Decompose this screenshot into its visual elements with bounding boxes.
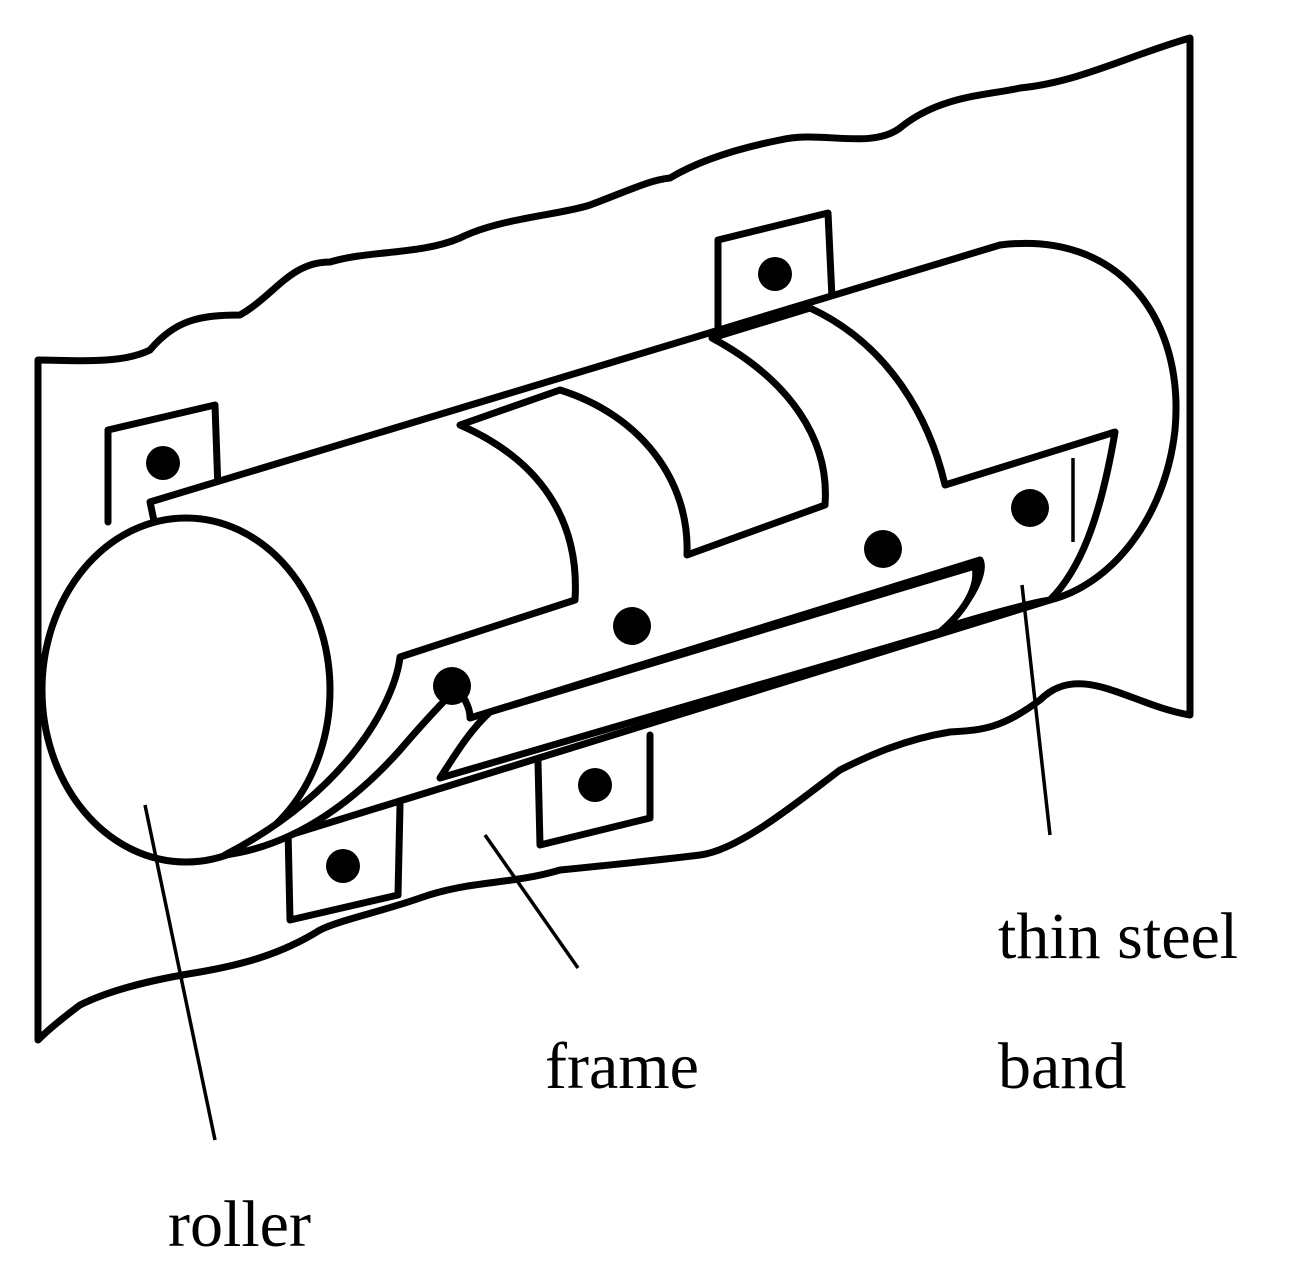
thin-steel-band	[221, 304, 1119, 859]
roller-leader-line	[143, 804, 217, 1141]
mounting-lug-lower-middle	[534, 731, 654, 849]
band-hole-4	[1011, 489, 1049, 527]
band-hole-1	[433, 667, 471, 705]
band-leader-line	[1020, 584, 1052, 836]
band-lower-fold	[436, 562, 980, 782]
band-hole-2	[613, 607, 651, 645]
thin-steel-band-label-line1: thin steel	[998, 900, 1238, 973]
roller-label: roller	[168, 1188, 311, 1261]
mounting-lug-lower-left	[284, 801, 404, 924]
mounting-lug-upper-right	[714, 209, 836, 334]
thin-steel-band-label-line2: band	[998, 1030, 1126, 1103]
roller-end-face	[38, 514, 334, 866]
frame-label: frame	[545, 1030, 699, 1103]
band-hole-3	[864, 530, 902, 568]
frame-leader-line	[483, 833, 580, 970]
